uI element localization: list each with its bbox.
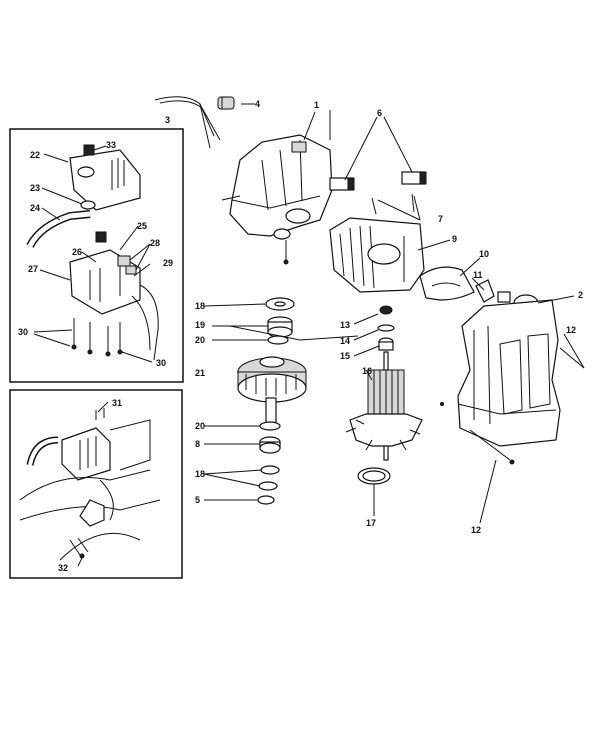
callout-28: 28 (150, 238, 160, 248)
callout-14: 14 (340, 336, 350, 346)
callout-12a: 12 (566, 325, 576, 335)
callout-33: 33 (106, 140, 116, 150)
washers-18 (258, 465, 280, 491)
callout-12b: 12 (471, 525, 481, 535)
callout-25: 25 (137, 221, 147, 231)
bearing-15 (378, 337, 394, 351)
gear-21 (237, 356, 307, 425)
screws-7 (371, 193, 415, 215)
callout-9: 9 (452, 234, 457, 244)
washer-14 (377, 324, 395, 332)
fan-ring-17 (357, 467, 391, 485)
callout-15: 15 (340, 351, 350, 361)
callout-6: 6 (377, 108, 382, 118)
callout-16: 16 (362, 366, 372, 376)
callout-5: 5 (195, 495, 200, 505)
callout-31: 31 (112, 398, 122, 408)
callout-18b: 18 (195, 469, 205, 479)
callout-20b: 20 (195, 421, 205, 431)
armature-16 (345, 351, 423, 461)
baffle-10 (419, 266, 475, 301)
housing-half-1 (221, 134, 333, 265)
callout-19: 19 (195, 320, 205, 330)
washer-20-bottom (259, 421, 281, 431)
callout-23: 23 (30, 183, 40, 193)
switch-trigger-11 (475, 279, 511, 303)
callout-32: 32 (58, 563, 68, 573)
callout-30a: 30 (18, 327, 28, 337)
bearing-13 (379, 305, 393, 315)
callout-29: 29 (163, 258, 173, 268)
grommet-4 (217, 96, 235, 110)
bearing-8 (259, 436, 281, 454)
callout-17: 17 (366, 518, 376, 528)
callout-13: 13 (340, 320, 350, 330)
callout-18a: 18 (195, 301, 205, 311)
callout-2: 2 (578, 290, 583, 300)
cable-wire-3 (154, 96, 221, 149)
callout-11: 11 (473, 270, 483, 280)
callout-8: 8 (195, 439, 200, 449)
callout-4: 4 (255, 99, 260, 109)
callout-20a: 20 (195, 335, 205, 345)
washer-18-top (265, 297, 295, 311)
callout-27: 27 (28, 264, 38, 274)
inset-wiring-assembly (9, 389, 183, 579)
callout-1: 1 (314, 100, 319, 110)
field-coil-9 (329, 217, 425, 293)
inset-switch-assembly (9, 128, 184, 383)
callout-30b: 30 (156, 358, 166, 368)
callout-10: 10 (479, 249, 489, 259)
brush-6 (329, 171, 427, 191)
housing-half-right (440, 299, 585, 465)
callout-22: 22 (30, 150, 40, 160)
callout-24: 24 (30, 203, 40, 213)
leader-lines (33, 103, 585, 567)
callout-21: 21 (195, 368, 205, 378)
washer-5 (257, 495, 275, 505)
callout-3: 3 (165, 115, 170, 125)
callout-26: 26 (72, 247, 82, 257)
callout-numbers: 1 2 3 4 5 6 7 8 9 10 11 12 12 13 14 15 1… (18, 99, 583, 573)
callout-7: 7 (438, 214, 443, 224)
